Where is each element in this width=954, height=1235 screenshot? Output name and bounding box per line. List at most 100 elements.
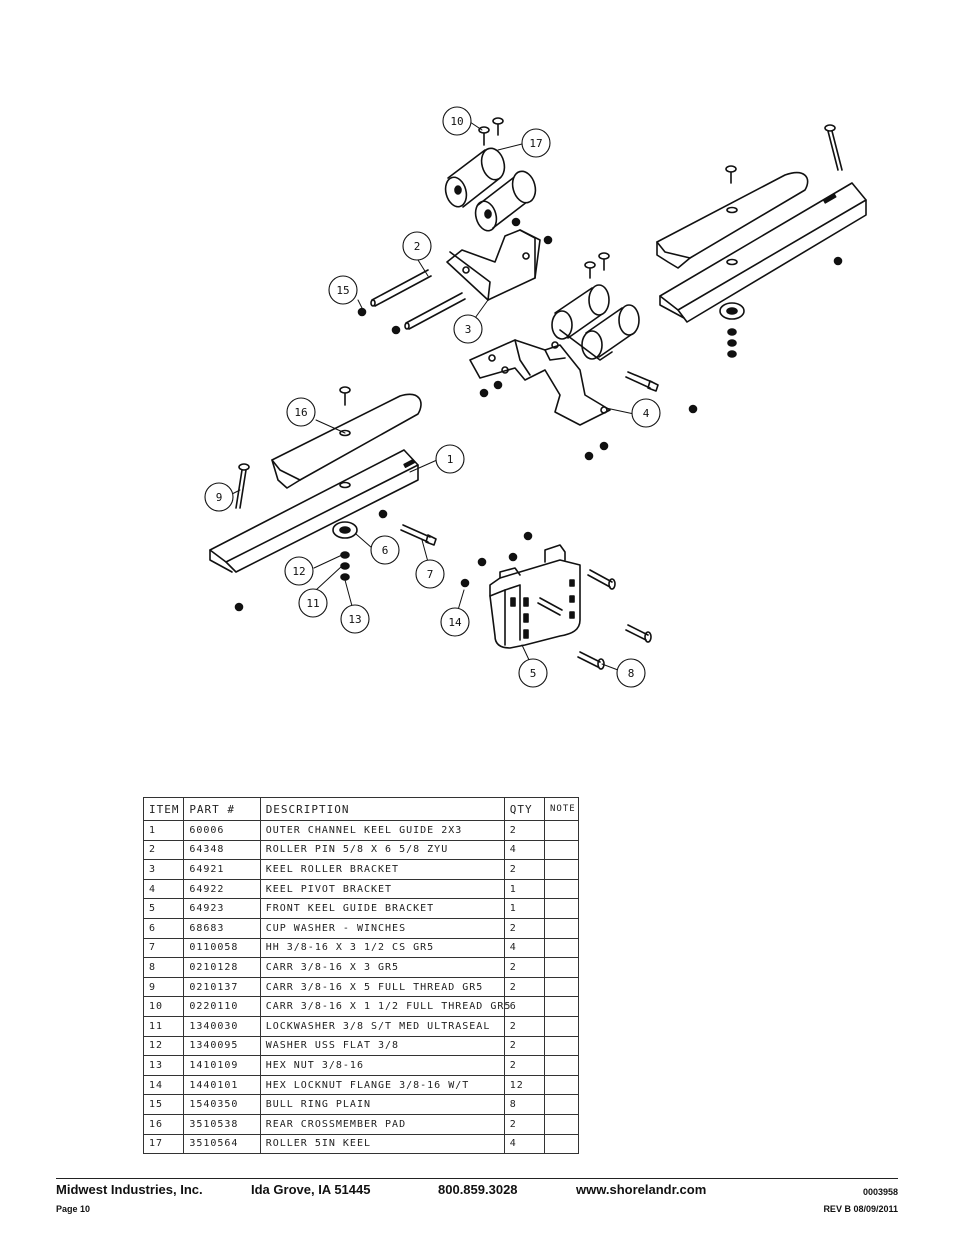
cell-part-number: 68683 [183, 917, 261, 939]
callout-5: 5 [518, 658, 548, 688]
cell-note [544, 1074, 579, 1096]
callout-label: 13 [348, 613, 361, 626]
cell-quantity: 2 [503, 1015, 546, 1037]
cell-item-number: 8 [142, 957, 185, 978]
callout-4: 4 [631, 398, 661, 428]
cell-quantity: 2 [503, 859, 546, 880]
cell-part-number: 1540350 [183, 1094, 261, 1115]
cell-description: HH 3/8-16 X 3 1/2 CS GR5 [259, 937, 505, 959]
callout-14: 14 [440, 607, 470, 637]
header-part-number: PART # [183, 797, 261, 821]
cell-part-number: 0220110 [183, 996, 261, 1017]
cell-note [544, 976, 579, 998]
cell-item-number: 3 [142, 859, 185, 880]
hex-bolt-pivot [625, 371, 659, 392]
cell-note [544, 898, 579, 919]
cell-note [544, 1094, 579, 1115]
cell-quantity: 2 [503, 917, 546, 939]
cell-part-number: 0210128 [183, 957, 261, 978]
callout-6: 6 [370, 535, 400, 565]
cell-item-number: 2 [142, 839, 185, 861]
callout-label: 14 [448, 616, 462, 629]
cell-item-number: 4 [142, 878, 185, 900]
bull-rings [357, 217, 553, 335]
cell-item-number: 10 [142, 996, 185, 1017]
cell-quantity: 2 [503, 820, 546, 841]
cell-note [544, 1055, 579, 1076]
callout-label: 2 [414, 240, 421, 253]
header-note: NOTE [544, 797, 579, 821]
cell-description: CARR 3/8-16 X 5 FULL THREAD GR5 [259, 976, 505, 998]
cell-quantity: 4 [503, 1133, 546, 1155]
cell-quantity: 1 [503, 898, 546, 919]
callout-17: 17 [521, 128, 551, 158]
callout-15: 15 [328, 275, 358, 305]
callout-7: 7 [415, 559, 445, 589]
callout-label: 5 [530, 667, 537, 680]
cell-note [544, 878, 579, 900]
cell-part-number: 64923 [183, 898, 261, 919]
cell-part-number: 3510538 [183, 1113, 261, 1135]
carriage-bolt-right [824, 124, 843, 171]
callout-12: 12 [284, 556, 314, 586]
cell-item-number: 14 [142, 1074, 185, 1096]
callout-11: 11 [298, 588, 328, 618]
roller-pair-top [444, 147, 537, 232]
callout-1: 1 [435, 444, 465, 474]
callout-3: 3 [453, 314, 483, 344]
footer-revision: REV B 08/09/2011 [823, 1204, 898, 1214]
cell-item-number: 13 [142, 1055, 185, 1076]
callout-label: 16 [294, 406, 307, 419]
callout-label: 7 [427, 568, 434, 581]
cell-description: ROLLER PIN 5/8 X 6 5/8 ZYU [259, 839, 505, 861]
cell-description: ROLLER 5IN KEEL [259, 1133, 505, 1155]
cell-description: KEEL PIVOT BRACKET [259, 878, 505, 900]
header-description: DESCRIPTION [259, 797, 505, 821]
cell-note [544, 937, 579, 959]
cell-note [544, 917, 579, 939]
front-keel-guide-bracket [489, 544, 581, 649]
hex-bolt-left [400, 524, 437, 546]
cell-description: KEEL ROLLER BRACKET [259, 859, 505, 880]
crossmember-pad-left [271, 386, 422, 489]
cell-part-number: 0210137 [183, 976, 261, 998]
exploded-parts-diagram: 10 17 2 15 3 4 16 1 9 6 12 11 13 7 14 5 … [204, 106, 867, 688]
cell-quantity: 1 [503, 878, 546, 900]
cell-note [544, 1113, 579, 1135]
cell-item-number: 7 [142, 937, 185, 959]
cell-item-number: 15 [142, 1094, 185, 1115]
callout-bubbles: 10 17 2 15 3 4 16 1 9 6 12 11 13 7 14 5 … [204, 106, 661, 688]
cell-note [544, 957, 579, 978]
locknuts-front [460, 531, 533, 588]
cell-part-number: 0110058 [183, 937, 261, 959]
washer-stack-right [719, 256, 843, 358]
cell-description: CUP WASHER - WINCHES [259, 917, 505, 939]
carriage-bolt-left [235, 463, 250, 509]
cell-quantity: 2 [503, 1055, 546, 1076]
cell-part-number: 64922 [183, 878, 261, 900]
bolts-item10-top [478, 117, 504, 146]
cell-part-number: 1340030 [183, 1015, 261, 1037]
cell-quantity: 12 [503, 1074, 546, 1096]
callout-label: 9 [216, 491, 223, 504]
cell-part-number: 64348 [183, 839, 261, 861]
cell-item-number: 5 [142, 898, 185, 919]
cell-description: OUTER CHANNEL KEEL GUIDE 2X3 [259, 820, 505, 841]
roller-pair-middle [551, 252, 640, 361]
cell-item-number: 11 [142, 1015, 185, 1037]
cell-quantity: 2 [503, 1113, 546, 1135]
cell-item-number: 6 [142, 917, 185, 939]
callout-label: 12 [292, 565, 305, 578]
cell-quantity: 8 [503, 1094, 546, 1115]
cell-part-number: 1440101 [183, 1074, 261, 1096]
footer-website: www.shorelandr.com [576, 1182, 707, 1197]
cell-item-number: 17 [142, 1133, 185, 1155]
callout-label: 1 [447, 453, 454, 466]
